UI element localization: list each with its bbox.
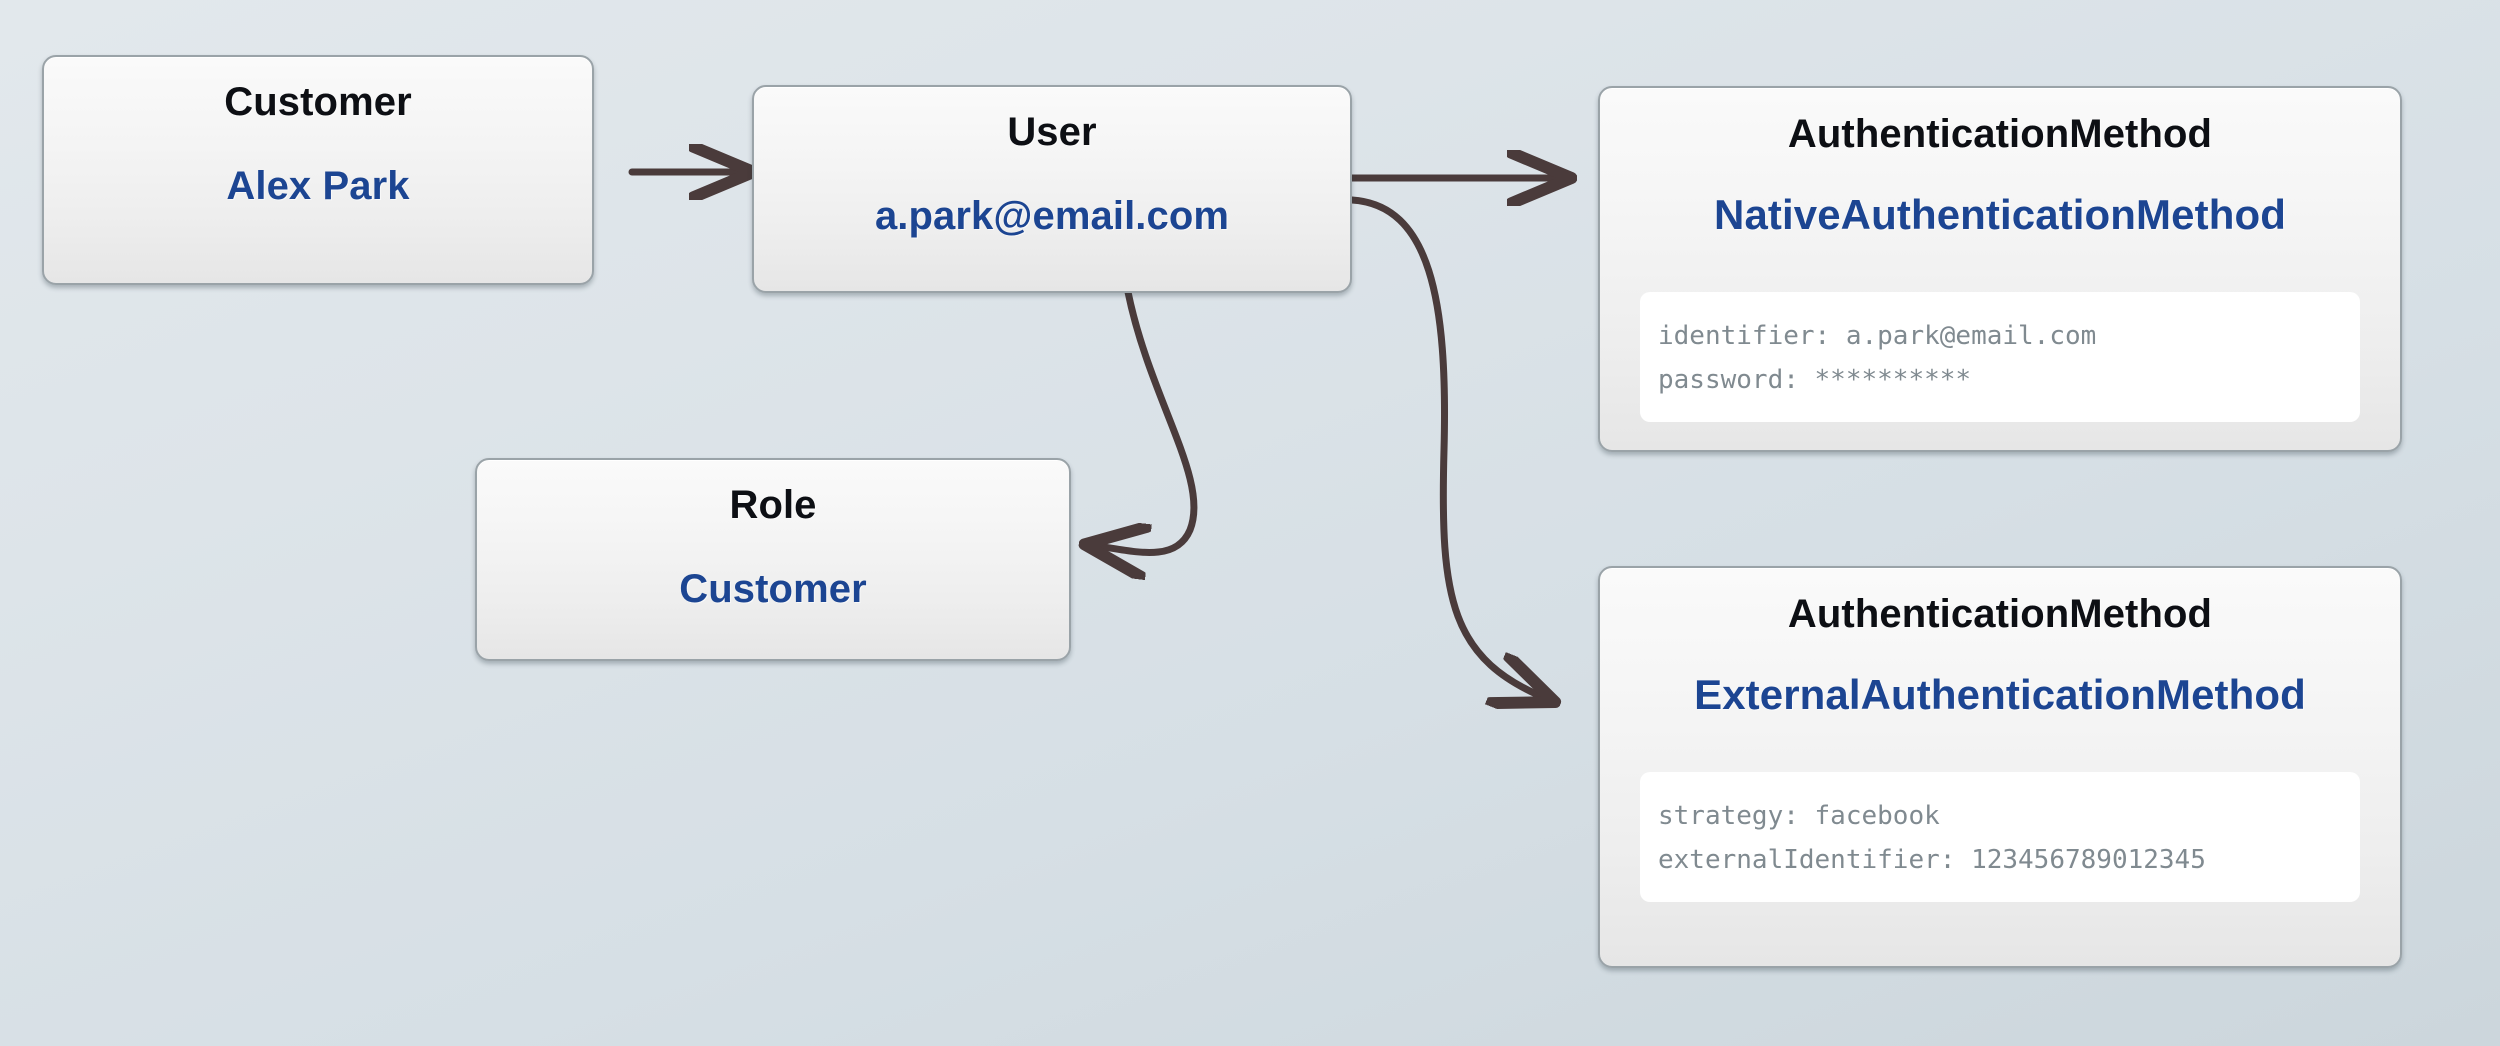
node-role-type: Role	[729, 483, 817, 527]
node-external-auth-type: AuthenticationMethod	[1787, 592, 2213, 636]
node-external-auth[interactable]: AuthenticationMethod ExternalAuthenticat…	[1598, 566, 2402, 968]
node-customer[interactable]: Customer Alex Park	[42, 55, 594, 285]
node-external-auth-properties: strategy: facebook externalIdentifier: 1…	[1640, 772, 2360, 902]
edge-user-to-external-auth	[1348, 196, 1550, 700]
node-user[interactable]: User a.park@email.com	[752, 85, 1352, 293]
node-native-auth-type: AuthenticationMethod	[1787, 112, 2213, 156]
node-native-auth-properties: identifier: a.park@email.com password: *…	[1640, 292, 2360, 422]
node-external-auth-value: ExternalAuthenticationMethod	[1694, 671, 2306, 718]
property-row: identifier: a.park@email.com	[1658, 321, 2097, 351]
node-native-auth-value: NativeAuthenticationMethod	[1714, 191, 2286, 238]
node-customer-type: Customer	[224, 80, 412, 124]
node-role-value: Customer	[679, 567, 867, 611]
node-customer-value: Alex Park	[226, 164, 410, 208]
node-user-value: a.park@email.com	[874, 194, 1230, 238]
property-row: externalIdentifier: 123456789012345	[1658, 845, 2206, 875]
property-row: password: **********	[1658, 365, 1972, 395]
edge-user-to-role	[1090, 288, 1198, 553]
property-row: strategy: facebook	[1658, 801, 1940, 831]
node-native-auth[interactable]: AuthenticationMethod NativeAuthenticatio…	[1598, 86, 2402, 452]
node-role[interactable]: Role Customer	[475, 458, 1071, 661]
node-user-type: User	[1007, 110, 1097, 154]
